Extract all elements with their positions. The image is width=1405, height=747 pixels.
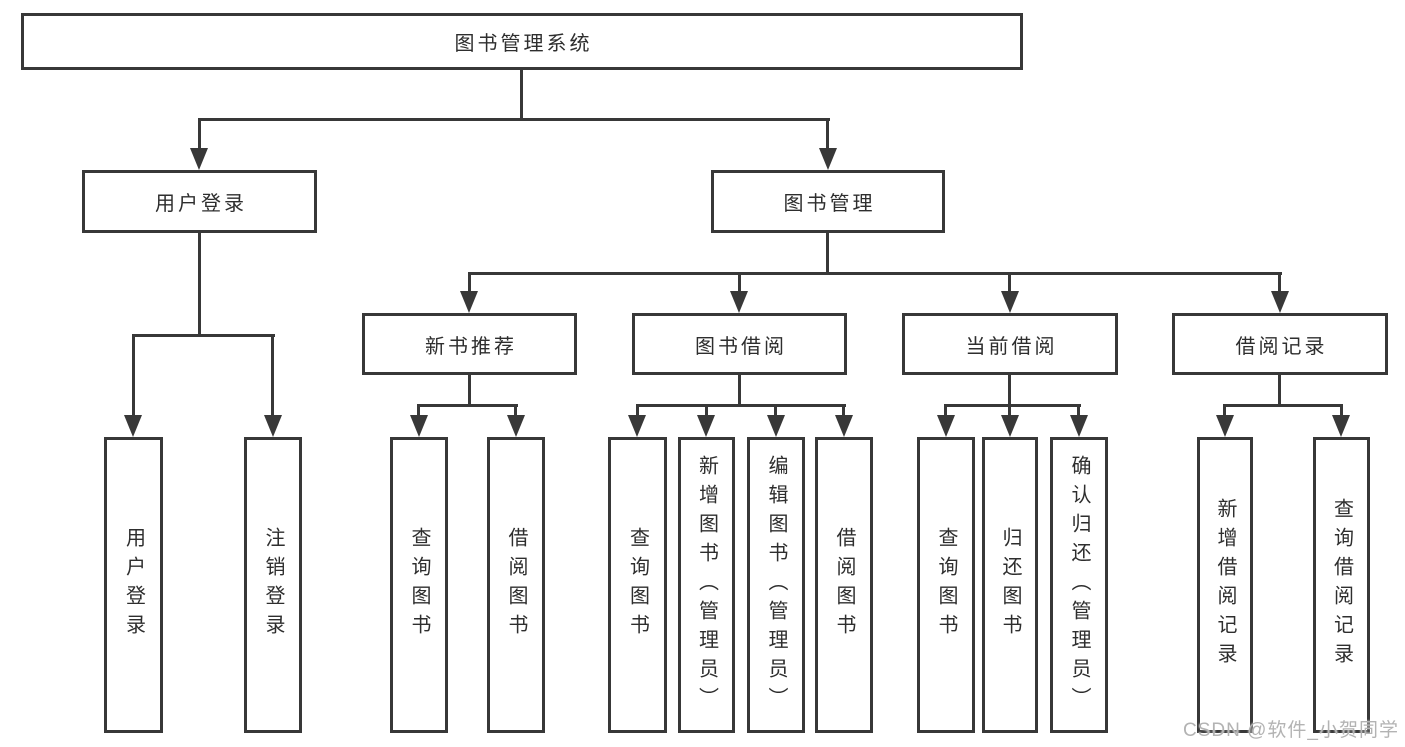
connector-line bbox=[774, 404, 777, 420]
connector-arrow bbox=[767, 415, 785, 437]
node-label: 借阅记录 bbox=[1235, 335, 1328, 358]
connector-line bbox=[705, 404, 708, 420]
node-label: 编辑图书（管理员） bbox=[765, 454, 787, 716]
connector-line bbox=[1008, 404, 1011, 420]
connector-line bbox=[468, 272, 471, 296]
node-label: 查询借阅记录 bbox=[1330, 498, 1353, 672]
connector-arrow bbox=[1070, 415, 1088, 437]
connector-arrow bbox=[835, 415, 853, 437]
node-query-borrow-record: 查询借阅记录 bbox=[1313, 437, 1370, 733]
node-label: 图书管理 bbox=[783, 193, 876, 215]
node-label: 查询图书 bbox=[626, 527, 649, 643]
node-user-login-action: 用户登录 bbox=[104, 437, 163, 733]
node-book-management: 图书管理 bbox=[711, 170, 945, 233]
connector-line bbox=[1278, 272, 1281, 296]
node-new-book-recommendation: 新书推荐 bbox=[362, 313, 577, 375]
connector-arrow bbox=[264, 415, 282, 437]
connector-line bbox=[738, 375, 741, 406]
connector-line bbox=[842, 404, 845, 420]
connector-arrow bbox=[1001, 291, 1019, 313]
node-add-borrow-record: 新增借阅记录 bbox=[1197, 437, 1253, 733]
connector-line bbox=[468, 375, 471, 406]
node-query-books-recommend: 查询图书 bbox=[390, 437, 448, 733]
connector-arrow bbox=[1271, 291, 1289, 313]
connector-line bbox=[1008, 272, 1011, 296]
connector-line bbox=[738, 272, 741, 296]
connector-arrow bbox=[697, 415, 715, 437]
node-edit-books-admin: 编辑图书（管理员） bbox=[747, 437, 805, 733]
connector-line bbox=[198, 233, 201, 336]
connector-arrow bbox=[730, 291, 748, 313]
connector-line bbox=[1223, 404, 1343, 407]
connector-line bbox=[520, 70, 523, 118]
node-borrowing-records: 借阅记录 bbox=[1172, 313, 1388, 375]
connector-line bbox=[944, 404, 1081, 407]
node-add-books-admin: 新增图书（管理员） bbox=[678, 437, 735, 733]
connector-arrow bbox=[1216, 415, 1234, 437]
connector-arrow bbox=[124, 415, 142, 437]
node-label: 确认归还（管理员） bbox=[1068, 454, 1090, 716]
connector-line bbox=[1340, 404, 1343, 420]
connector-line bbox=[1008, 375, 1011, 406]
connector-line bbox=[271, 334, 274, 419]
connector-line bbox=[132, 334, 275, 337]
node-user-login: 用户登录 bbox=[82, 170, 317, 233]
connector-line bbox=[132, 334, 135, 419]
node-borrow-books-recommend: 借阅图书 bbox=[487, 437, 545, 733]
node-label: 新增借阅记录 bbox=[1214, 498, 1236, 672]
node-query-books-current: 查询图书 bbox=[917, 437, 975, 733]
connector-arrow bbox=[937, 415, 955, 437]
node-book-borrowing: 图书借阅 bbox=[632, 313, 847, 375]
node-label: 注销登录 bbox=[262, 527, 284, 643]
connector-line bbox=[636, 404, 639, 420]
connector-line bbox=[826, 233, 829, 275]
connector-line bbox=[468, 272, 1282, 275]
connector-line bbox=[417, 404, 518, 407]
node-label: 归还图书 bbox=[999, 527, 1021, 643]
connector-arrow bbox=[1332, 415, 1350, 437]
connector-line bbox=[417, 404, 420, 420]
node-label: 图书管理系统 bbox=[454, 33, 593, 55]
node-label: 新增图书（管理员） bbox=[695, 454, 718, 716]
node-confirm-return-admin: 确认归还（管理员） bbox=[1050, 437, 1108, 733]
watermark: CSDN @软件_小贺同学 bbox=[1183, 720, 1399, 741]
node-label: 用户登录 bbox=[155, 193, 247, 215]
node-label: 借阅图书 bbox=[505, 527, 527, 643]
connector-arrow bbox=[628, 415, 646, 437]
node-current-borrowing: 当前借阅 bbox=[902, 313, 1118, 375]
connector-line bbox=[514, 404, 517, 420]
node-borrow-books-borrowing: 借阅图书 bbox=[815, 437, 873, 733]
node-library-management-system: 图书管理系统 bbox=[21, 13, 1023, 70]
node-label: 图书借阅 bbox=[695, 335, 787, 358]
connector-line bbox=[636, 404, 846, 407]
node-label: 新书推荐 bbox=[425, 335, 517, 358]
connector-line bbox=[826, 118, 829, 152]
node-return-books: 归还图书 bbox=[982, 437, 1038, 733]
connector-arrow bbox=[819, 148, 837, 170]
connector-arrow bbox=[410, 415, 428, 437]
connector-line bbox=[198, 118, 830, 121]
connector-arrow bbox=[190, 148, 208, 170]
connector-line bbox=[944, 404, 947, 420]
node-logout-action: 注销登录 bbox=[244, 437, 302, 733]
connector-line bbox=[1223, 404, 1226, 420]
connector-arrow bbox=[460, 291, 478, 313]
node-label: 借阅图书 bbox=[833, 527, 855, 643]
connector-arrow bbox=[1001, 415, 1019, 437]
node-label: 查询图书 bbox=[408, 527, 430, 643]
connector-line bbox=[1278, 375, 1281, 406]
node-label: 用户登录 bbox=[122, 527, 145, 643]
node-query-books-borrowing: 查询图书 bbox=[608, 437, 667, 733]
connector-line bbox=[1077, 404, 1080, 420]
connector-line bbox=[198, 118, 201, 152]
node-label: 查询图书 bbox=[935, 527, 957, 643]
connector-arrow bbox=[507, 415, 525, 437]
node-label: 当前借阅 bbox=[965, 335, 1058, 358]
